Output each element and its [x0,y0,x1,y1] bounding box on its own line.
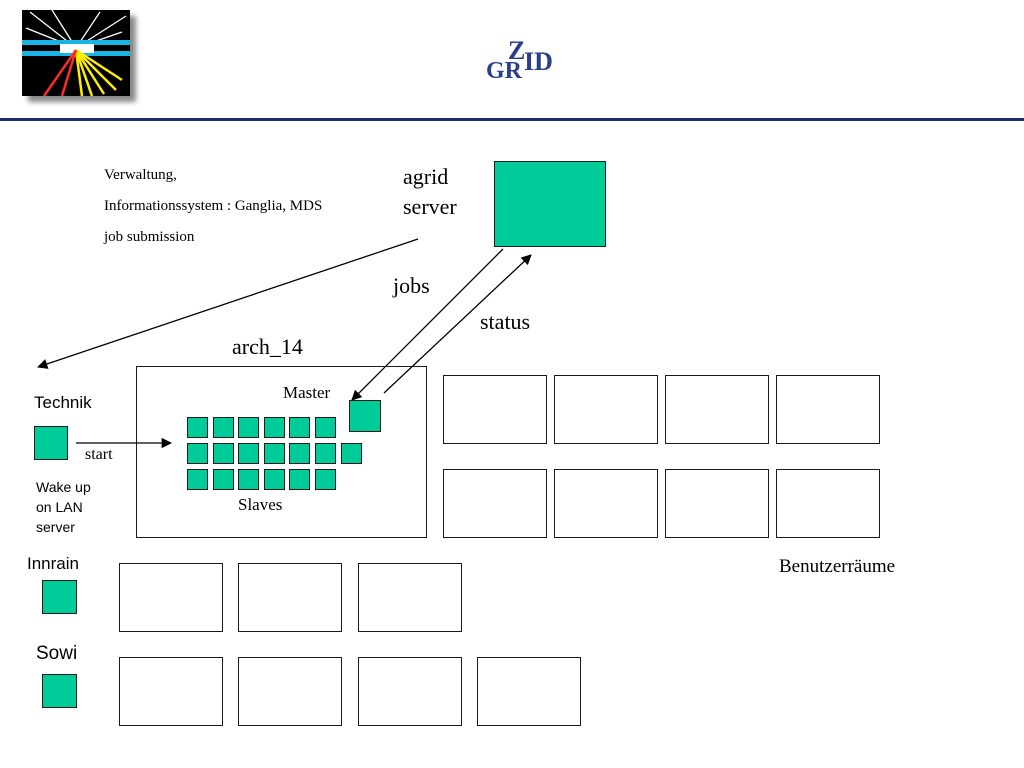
server-label-line2: server [403,194,457,219]
room-box [238,657,342,726]
sowi-label: Sowi [36,643,78,664]
logo-letter-z: Z [508,36,526,65]
status-label: status [480,309,531,334]
jobs-arrow [351,248,504,401]
cluster-name: arch_14 [232,334,303,359]
technik-label: Technik [34,393,92,412]
slave-node [187,469,208,490]
room-box [554,469,658,538]
room-box [238,563,342,632]
header-rule [0,118,1024,121]
submission-arrow [37,238,419,369]
status-arrow [383,254,532,394]
wol-label: Wake up on LAN server [36,477,91,537]
room-box [554,375,658,444]
slave-node [187,417,208,438]
server-label: agrid server [403,162,457,222]
slave-node [340,443,362,464]
room-box [443,375,547,444]
room-box [477,657,581,726]
notes-block: Verwaltung, Informationssystem : Ganglia… [104,160,322,253]
room-box [776,469,880,538]
benutzerraeume-label: Benutzerräume [779,556,896,577]
logo-letters-gr: GR [486,58,522,84]
room-box [358,657,462,726]
sowi-node [42,674,77,708]
slave-node [212,417,234,438]
slave-node [315,443,336,464]
agrid-server-node [494,161,606,247]
slave-node [289,417,311,438]
detector-logo-graphic [22,10,130,96]
room-box [358,563,462,632]
note-job-submission: job submission [104,229,195,245]
detector-logo [22,10,130,96]
slave-node [263,443,285,464]
slave-node [187,443,208,464]
note-informationssystem: Informationssystem : Ganglia, MDS [104,198,323,214]
wol-label-line1: Wake up [36,479,91,495]
innrain-node [42,580,77,614]
slave-node [315,417,336,438]
slave-node [315,469,336,490]
wol-server-node [34,426,68,460]
room-box [665,375,769,444]
jobs-label: jobs [393,273,430,298]
slave-node [289,469,311,490]
slave-node [212,443,234,464]
wol-label-line3: server [36,519,75,535]
room-box [119,563,223,632]
slave-node [289,443,311,464]
start-label: start [85,446,113,463]
slave-node [263,469,285,490]
innrain-label: Innrain [27,554,79,573]
slave-node [238,417,260,438]
room-box [119,657,223,726]
slave-nodes-grid [187,417,367,493]
wol-label-line2: on LAN [36,499,83,515]
note-verwaltung: Verwaltung, [104,167,177,183]
room-box [776,375,880,444]
slave-node [263,417,285,438]
slave-node [212,469,234,490]
zgrid-logo: Z GR ID [484,36,574,86]
logo-letters-id: ID [524,47,553,76]
slaves-label: Slaves [238,495,283,514]
room-box [665,469,769,538]
server-label-line1: agrid [403,164,449,189]
master-node [349,400,381,432]
slave-node [238,443,260,464]
room-box [443,469,547,538]
master-label: Master [283,383,331,402]
slave-node [238,469,260,490]
